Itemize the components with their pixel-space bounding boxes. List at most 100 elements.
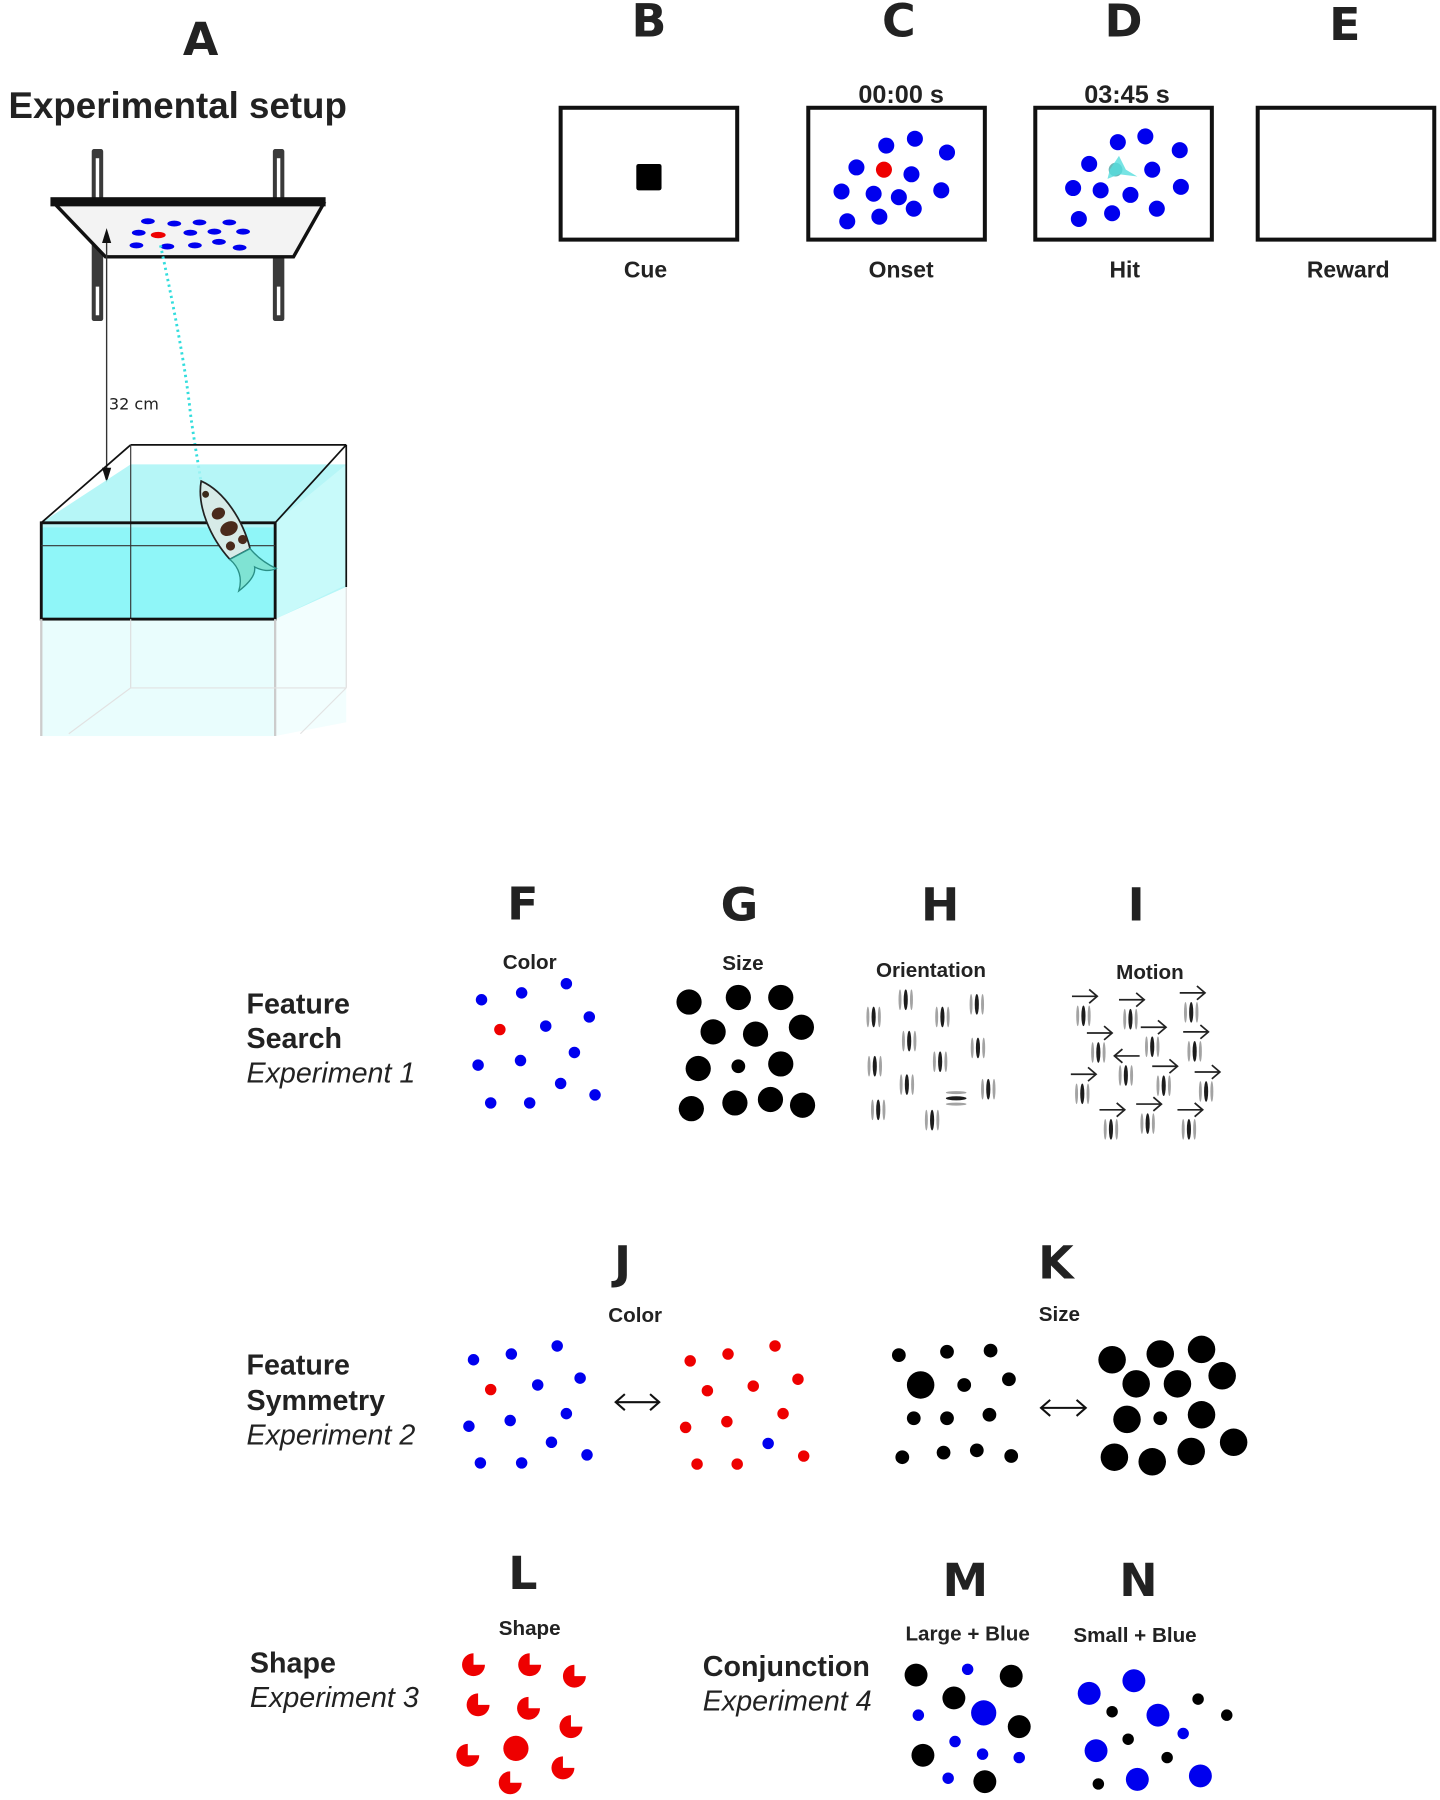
- water-jet: [159, 245, 204, 488]
- symmetry-color-item-blue: [581, 1449, 593, 1461]
- gabor-vertical: [866, 1006, 881, 1028]
- gabor-vertical: [932, 1051, 948, 1072]
- symmetry-color-item-blue: [531, 1379, 544, 1391]
- shape-experiment: Experiment 3: [250, 1682, 419, 1714]
- size-item-black: [789, 1092, 816, 1118]
- symmetry-color-item-red: [769, 1340, 781, 1352]
- size-symmetry-right: [1098, 1335, 1248, 1476]
- screen-dot-blue: [160, 243, 175, 250]
- onset-label: Onset: [869, 256, 934, 282]
- size-label: Size: [722, 952, 763, 975]
- conjunction-small-item-black: [1092, 1778, 1105, 1790]
- screen-dot-blue: [212, 238, 226, 245]
- size-item-black: [700, 1019, 726, 1045]
- shape-title: Shape: [250, 1648, 336, 1680]
- symmetry-color-item-blue: [515, 1457, 528, 1469]
- gabor-vertical: [898, 989, 913, 1011]
- onset-dot-blue: [871, 208, 888, 225]
- symmetry-size-item-black: [1100, 1443, 1129, 1471]
- color-item-blue: [523, 1097, 536, 1109]
- symmetry-size-item-black: [940, 1411, 954, 1426]
- conjunction-title: Conjunction: [703, 1651, 870, 1683]
- gabor-vertical: [901, 1030, 917, 1052]
- symmetry-color-item-red: [792, 1373, 804, 1385]
- symmetry-size-item-black: [1098, 1345, 1126, 1374]
- conjunction-small-item-black: [1106, 1705, 1118, 1718]
- conjunction-small-item-blue: [1177, 1727, 1189, 1740]
- onset-dot-blue: [833, 183, 850, 200]
- feature-symmetry-experiment: Experiment 2: [246, 1420, 415, 1452]
- onset-dot-blue: [905, 200, 922, 217]
- symmetry-color-item-red: [797, 1450, 810, 1462]
- color-item-blue: [560, 977, 573, 990]
- gabor-horizontal: [945, 1091, 967, 1106]
- symmetry-size-item-black: [940, 1344, 954, 1359]
- color-item-blue: [472, 1059, 484, 1071]
- conjunction-small-item-blue: [1122, 1669, 1146, 1693]
- conjunction-small-item-blue: [1188, 1764, 1212, 1788]
- onset-screen: [806, 105, 987, 242]
- color-item-blue: [515, 987, 528, 999]
- panel-letter-m: M: [943, 1553, 989, 1607]
- symmetry-size-item-black: [1187, 1335, 1216, 1364]
- hit-time: 03:45 s: [1084, 81, 1170, 109]
- conjunction-large-item-blue: [912, 1709, 925, 1721]
- screen-dot-blue: [222, 219, 237, 226]
- hit-dot-blue: [1122, 186, 1139, 203]
- panel-letter-f: F: [507, 876, 538, 930]
- symmetry-color-item-blue: [762, 1437, 774, 1450]
- symmetry-color-item-red: [701, 1384, 714, 1397]
- panel-letter-g: G: [721, 878, 759, 932]
- symmetry-size-item-black: [1219, 1428, 1248, 1457]
- hit-dot-blue: [1104, 205, 1121, 222]
- hit-dots: [1065, 128, 1189, 228]
- onset-dot-blue: [906, 130, 923, 147]
- conjunction-large-item-blue: [971, 1700, 997, 1726]
- feature-search-title: Feature: [246, 989, 350, 1021]
- symmetry-color-item-blue: [545, 1436, 558, 1449]
- shape-distractor-pacman: [518, 1653, 542, 1677]
- conjunction-small-item-blue: [1084, 1739, 1108, 1763]
- screen-dot-blue: [129, 242, 144, 249]
- hit-dot-blue: [1070, 210, 1087, 228]
- gabor-vertical: [969, 994, 985, 1015]
- gabor-vertical: [899, 1074, 915, 1095]
- feature-symmetry-title2: Symmetry: [246, 1385, 385, 1417]
- symmetry-size-item-black: [906, 1371, 935, 1399]
- symmetry-color-item-red: [484, 1383, 497, 1396]
- screen-dot-blue: [232, 244, 247, 251]
- motion-item-right: [1070, 1066, 1098, 1105]
- screen-dot-blue: [188, 242, 202, 249]
- conjunction-small-item-black: [1161, 1751, 1173, 1764]
- panel-letter-c: C: [882, 0, 916, 48]
- feature-symmetry-row: Feature Symmetry Experiment 2 J K Color …: [246, 1235, 1248, 1476]
- symmetry-color-item-blue: [505, 1348, 518, 1360]
- symmetry-size-item-black: [1002, 1372, 1016, 1387]
- panel-letter-j: J: [611, 1235, 631, 1289]
- motion-item-right: [1183, 1024, 1210, 1062]
- color-item-blue: [514, 1054, 527, 1067]
- color-label: Color: [503, 951, 557, 974]
- conjunction-row: Conjunction Experiment 4 M N Large + Blu…: [703, 1553, 1233, 1794]
- symmetry-size-item-black: [1113, 1405, 1141, 1434]
- feature-symmetry-title: Feature: [246, 1350, 350, 1382]
- conjunction-large-item-blue: [976, 1748, 989, 1760]
- hit-dot-blue: [1109, 134, 1126, 151]
- screen-dots: [129, 218, 250, 251]
- feature-search-title2: Search: [246, 1023, 342, 1055]
- large-blue-stimulus: [904, 1663, 1031, 1794]
- color-item-blue: [568, 1046, 581, 1059]
- panel-letter-d: D: [1105, 0, 1143, 48]
- screen-dot-blue: [183, 229, 198, 236]
- symmetry-size-item-black: [906, 1411, 921, 1426]
- symmetry-size-item-black: [1138, 1448, 1166, 1476]
- small-blue-label: Small + Blue: [1073, 1624, 1196, 1647]
- motion-item-right: [1140, 1019, 1168, 1058]
- onset-dot-blue: [933, 182, 950, 199]
- color-item-blue: [540, 1020, 552, 1032]
- swap-arrow-color-icon: [614, 1393, 661, 1411]
- color-symmetry-left: [463, 1340, 593, 1469]
- symmetry-color-item-blue: [463, 1420, 475, 1432]
- conjunction-small-item-black: [1122, 1733, 1134, 1745]
- trial-sequence: B C D E 00:00 s 03:45 s Cue Onset Hit Re…: [558, 0, 1437, 282]
